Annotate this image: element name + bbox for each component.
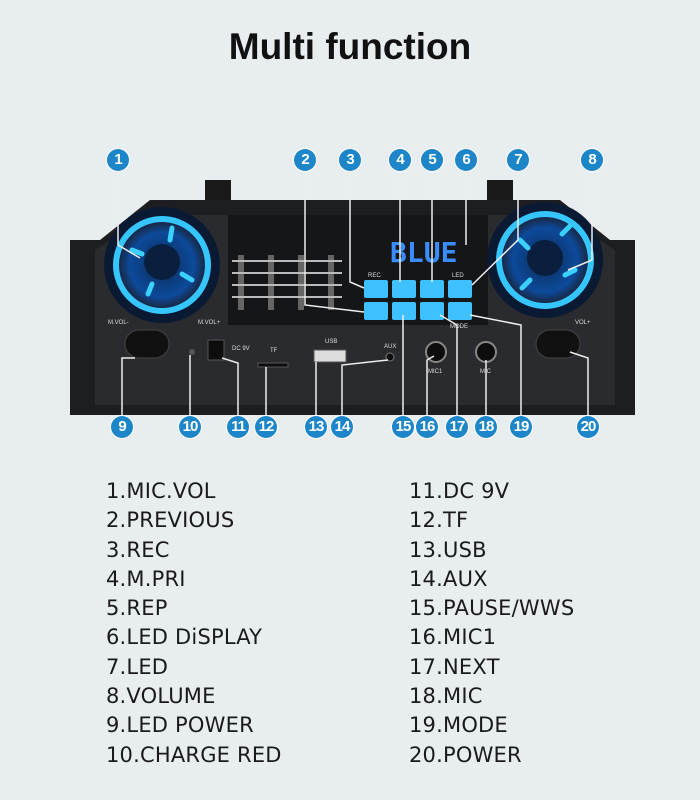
svg-text:AUX: AUX	[384, 344, 396, 350]
marker-2: 2	[294, 149, 316, 171]
svg-text:DC 9V: DC 9V	[232, 346, 250, 352]
svg-text:VOL+: VOL+	[575, 320, 591, 326]
marker-14: 14	[331, 416, 353, 438]
charge-led	[189, 349, 195, 355]
legend-item: 1.MIC.VOL	[106, 479, 216, 503]
svg-text:REC: REC	[368, 273, 381, 279]
usb-port	[313, 349, 347, 363]
svg-text:M.VOL-: M.VOL-	[108, 320, 129, 326]
marker-5: 5	[421, 149, 443, 171]
legend-item: 14.AUX	[409, 566, 488, 591]
equalizer	[232, 255, 342, 310]
marker-12: 12	[255, 416, 277, 438]
svg-text:LED: LED	[452, 273, 464, 279]
legend-item: 16.MIC1	[409, 625, 497, 650]
legend-item: 2.PREVIOUS	[106, 508, 235, 533]
mic-jack	[475, 341, 497, 363]
mpri-button	[392, 280, 416, 298]
legend-item: 12.TF	[409, 508, 469, 533]
led-power-button	[124, 329, 170, 359]
marker-18: 18	[475, 416, 497, 438]
marker-11: 11	[227, 416, 249, 438]
legend-right: 11.DC 9V 12.TF 13.USB 14.AUX 15.PAUSE/WW…	[409, 477, 574, 770]
marker-17: 17	[446, 416, 468, 438]
legend-item: 13.USB	[409, 537, 487, 562]
marker-20: 20	[577, 416, 599, 438]
marker-9: 9	[111, 416, 133, 438]
next-button	[420, 302, 444, 320]
legend-item: 7.LED	[106, 654, 169, 679]
marker-3: 3	[339, 149, 361, 171]
button-grid	[364, 280, 472, 320]
legend-item: 19.MODE	[409, 713, 508, 738]
svg-text:M.VOL+: M.VOL+	[198, 320, 221, 326]
legend-item: 18.MIC	[409, 684, 483, 709]
marker-8: 8	[581, 149, 603, 171]
rec-button	[364, 280, 388, 298]
marker-4: 4	[389, 149, 411, 171]
marker-1: 1	[107, 149, 129, 171]
rep-button	[420, 280, 444, 298]
aux-port	[385, 352, 395, 362]
marker-19: 19	[510, 416, 532, 438]
marker-16: 16	[416, 416, 438, 438]
legend-item: 4.M.PRI	[106, 566, 186, 591]
svg-text:MODE: MODE	[450, 324, 468, 330]
legend-item: 6.LED DiSPLAY	[106, 625, 263, 650]
legend-item: 10.CHARGE RED	[106, 742, 282, 767]
legend-item: 15.PAUSE/WWS	[409, 596, 575, 621]
legend-left: 1.MIC.VOL 2.PREVIOUS 3.REC 4.M.PRI 5.REP…	[106, 477, 282, 770]
mode-button	[448, 302, 472, 320]
svg-text:TF: TF	[270, 348, 278, 354]
marker-15: 15	[392, 416, 414, 438]
marker-7: 7	[507, 149, 529, 171]
master-volume-knob	[487, 202, 603, 318]
legend-item: 3.REC	[106, 537, 170, 562]
marker-6: 6	[455, 149, 477, 171]
legend-item: 11.DC 9V	[409, 479, 510, 503]
led-button	[448, 280, 472, 298]
page-title: Multi function	[228, 26, 472, 67]
pause-button	[392, 302, 416, 320]
speaker-control-panel: BLUE REC LED MODE M.VOL- M.VOL+ VOL+	[70, 171, 635, 416]
marker-13: 13	[305, 416, 327, 438]
legend-item: 20.POWER	[409, 742, 522, 767]
mic-volume-knob	[104, 207, 220, 323]
legend-item: 17.NEXT	[409, 654, 500, 679]
legend-item: 5.REP	[106, 596, 168, 621]
legend-item: 8.VOLUME	[106, 684, 216, 709]
svg-text:USB: USB	[325, 339, 337, 345]
legend-item: 9.LED POWER	[106, 713, 254, 738]
marker-10: 10	[179, 416, 201, 438]
dc-jack	[207, 339, 225, 361]
power-button	[535, 329, 581, 359]
led-display: BLUE	[390, 236, 457, 269]
previous-button	[364, 302, 388, 320]
svg-text:MIC1: MIC1	[428, 369, 443, 375]
tf-slot	[257, 362, 289, 368]
